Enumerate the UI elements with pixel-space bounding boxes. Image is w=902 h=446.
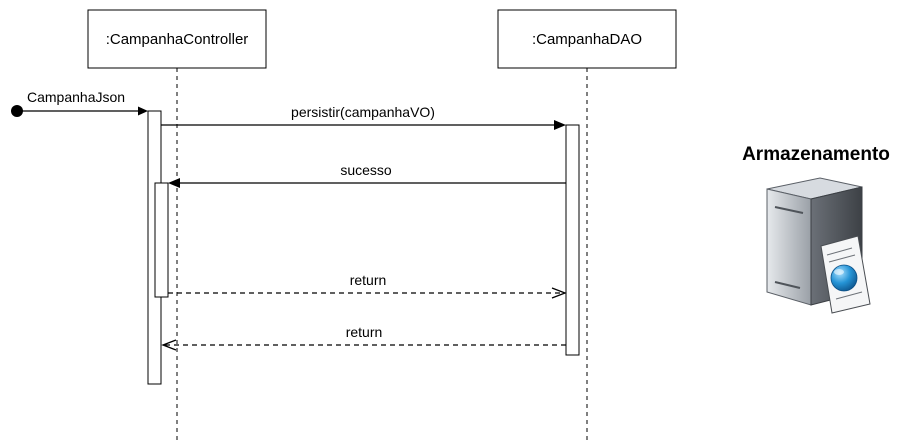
controller-label: :CampanhaController <box>106 31 249 48</box>
entry-arrowhead <box>138 106 148 116</box>
return-2-label: return <box>346 324 383 340</box>
dao-activation <box>565 124 580 356</box>
dao-label: :CampanhaDAO <box>532 31 642 48</box>
storage-node: Armazenamento <box>742 144 890 314</box>
message-entry: CampanhaJson <box>11 89 148 117</box>
message-return-1: return <box>168 272 567 299</box>
persist-arrowhead <box>554 120 566 130</box>
message-persist: persistir(campanhaVO) <box>161 104 566 130</box>
return-1-label: return <box>350 272 387 288</box>
participant-controller: :CampanhaController <box>87 9 267 441</box>
success-arrowhead <box>168 178 180 188</box>
controller-nested-activation <box>154 182 169 298</box>
message-return-2: return <box>161 324 566 351</box>
success-label: sucesso <box>340 162 392 178</box>
return-1-arrowhead <box>551 287 567 299</box>
controller-box <box>87 9 267 69</box>
message-success: sucesso <box>168 162 566 188</box>
server-document-icon <box>766 177 871 314</box>
persist-label: persistir(campanhaVO) <box>291 104 435 120</box>
return-2-arrowhead <box>161 339 177 351</box>
participant-dao: :CampanhaDAO <box>497 9 677 441</box>
dao-box <box>497 9 677 69</box>
storage-title: Armazenamento <box>742 144 890 165</box>
entry-label: CampanhaJson <box>27 89 125 105</box>
